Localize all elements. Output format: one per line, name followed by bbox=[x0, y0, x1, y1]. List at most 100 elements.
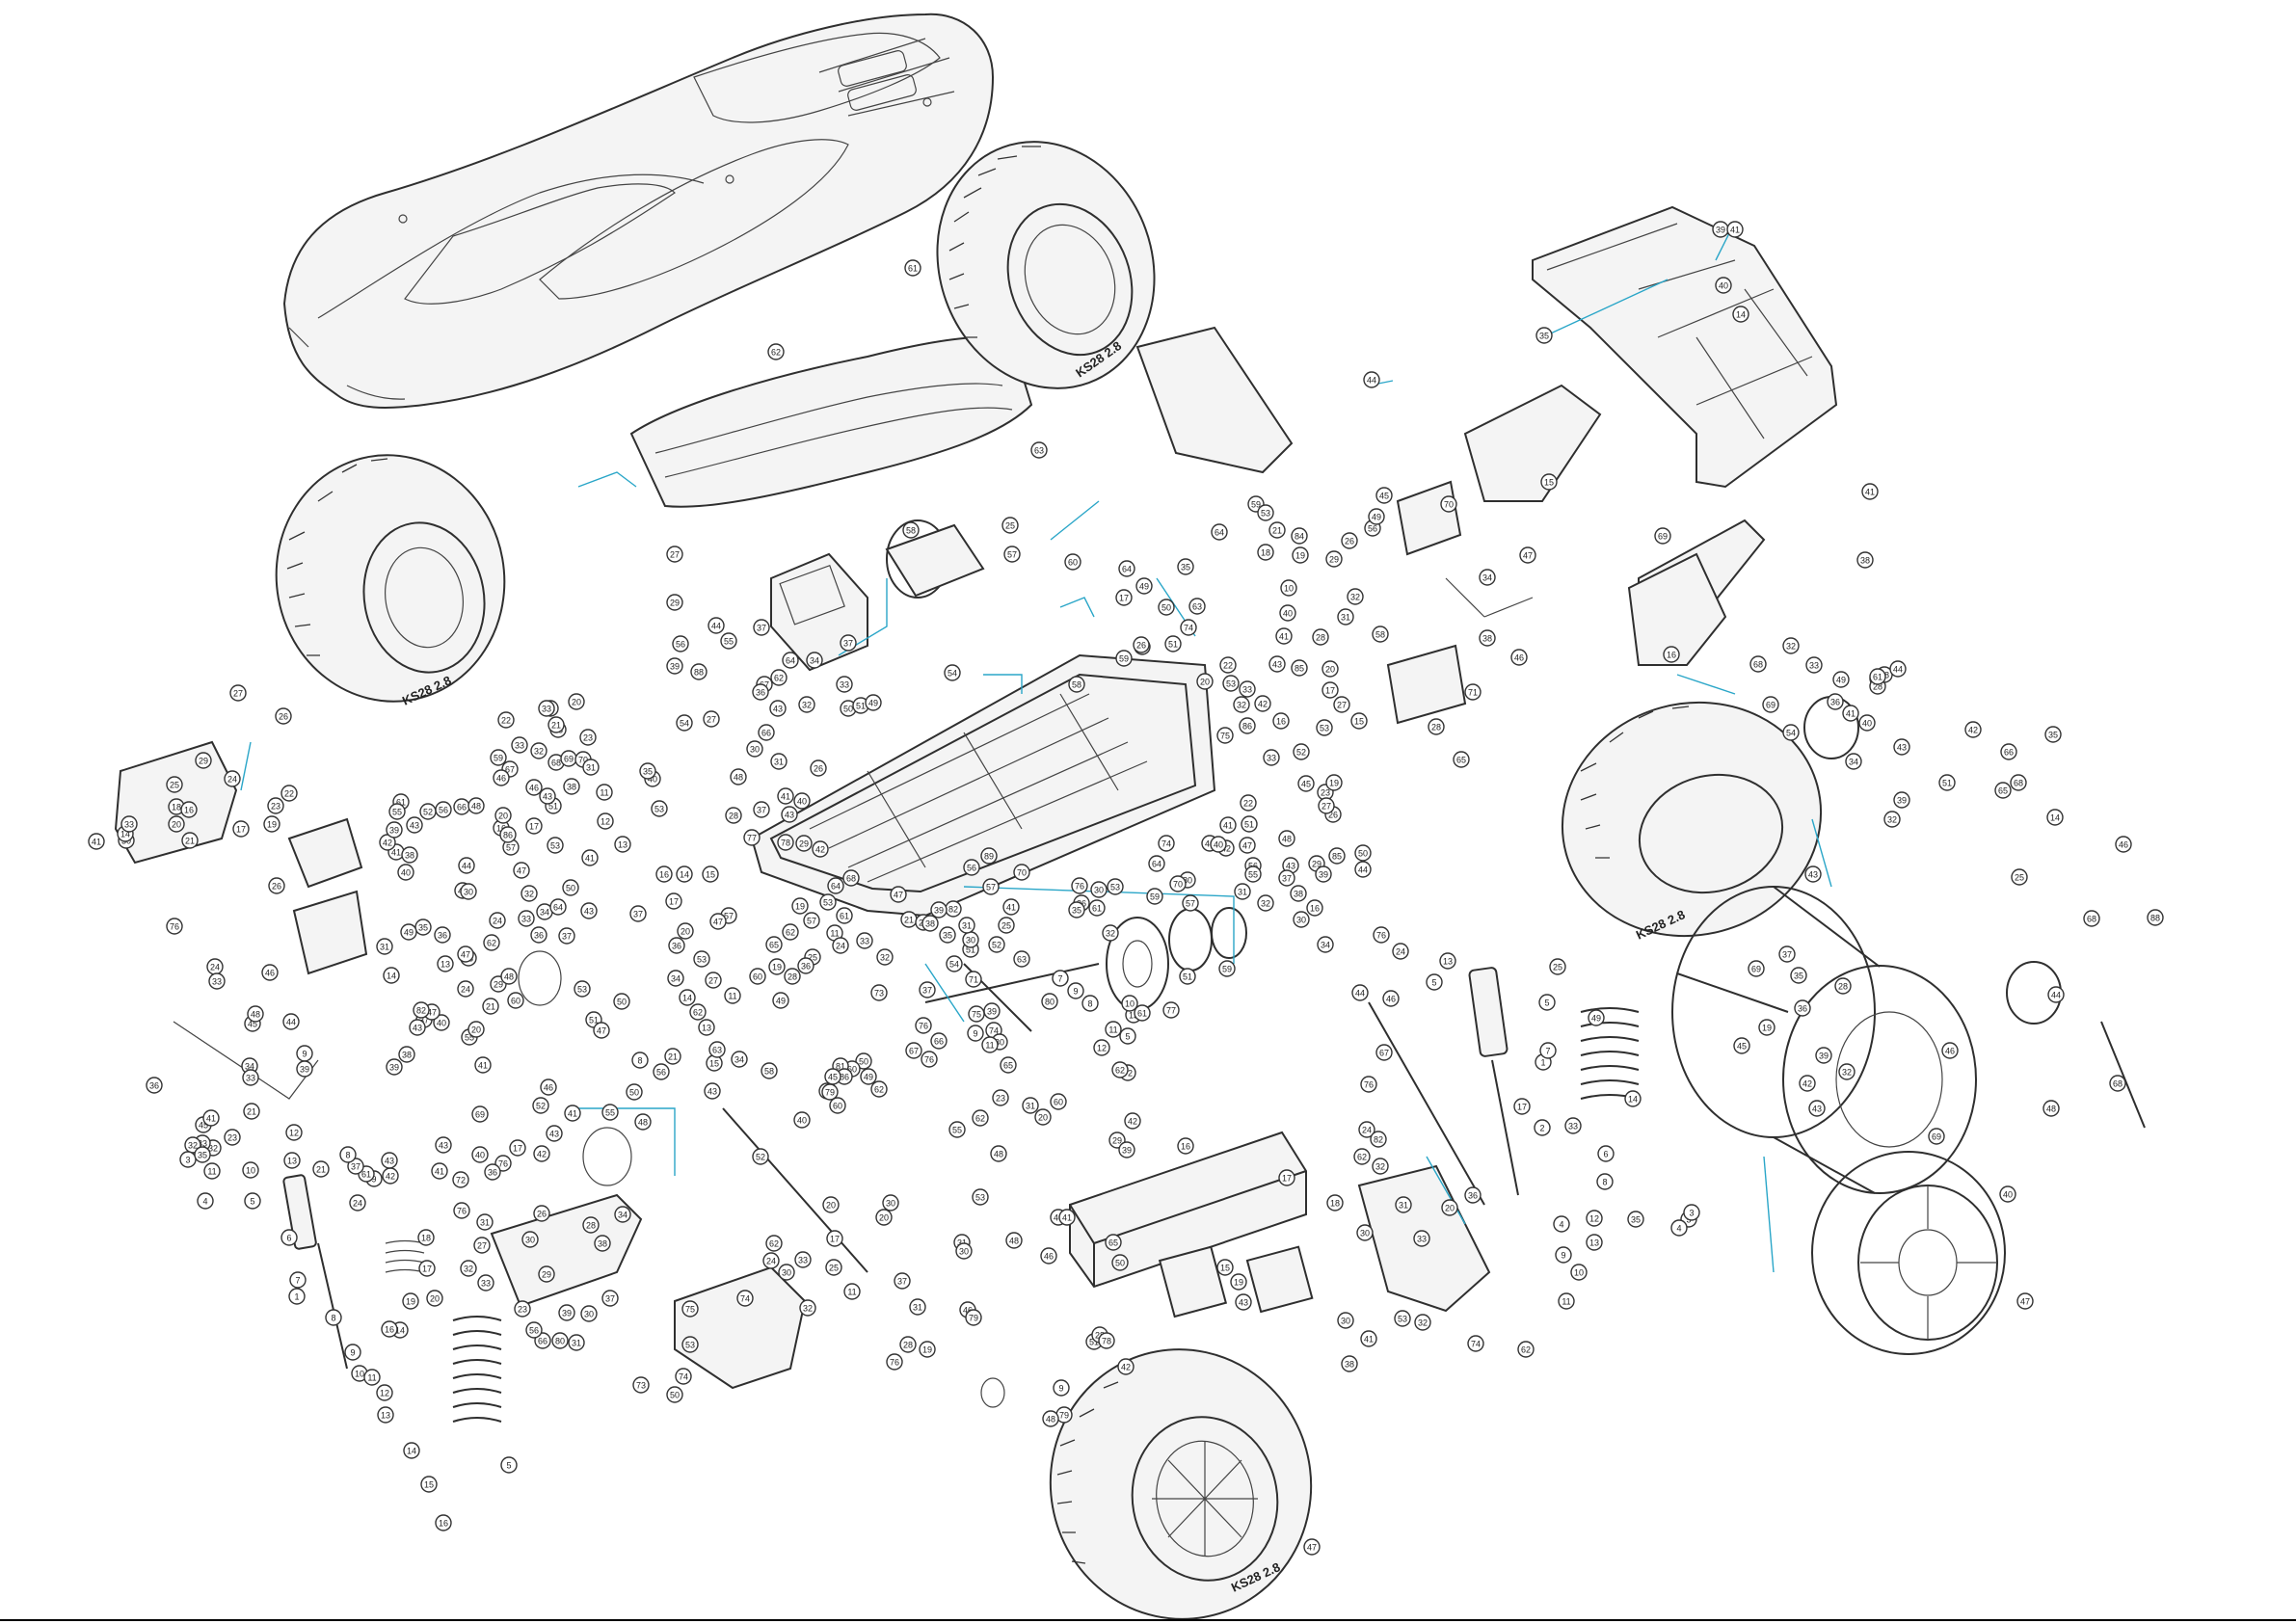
callout-label: 2 bbox=[1539, 1124, 1544, 1133]
callout-circle bbox=[725, 807, 742, 824]
callout-13: 13 bbox=[1586, 1234, 1603, 1251]
callout-circle bbox=[1003, 546, 1021, 563]
callout-36: 36 bbox=[1464, 1186, 1482, 1204]
callout-label: 38 bbox=[567, 783, 576, 792]
callout-label: 17 bbox=[1325, 686, 1335, 696]
callout-label: 72 bbox=[456, 1176, 466, 1185]
callout-label: 32 bbox=[802, 701, 812, 710]
callout-circle bbox=[1315, 865, 1332, 883]
callout-circle bbox=[1071, 877, 1088, 894]
callout-label: 6 bbox=[1603, 1150, 1608, 1159]
callout-label: 32 bbox=[803, 1304, 813, 1314]
callout-label: 29 bbox=[1112, 1136, 1122, 1146]
callout-label: 69 bbox=[564, 755, 574, 764]
callout-label: 36 bbox=[1830, 698, 1840, 707]
callout-44: 44 bbox=[707, 617, 725, 634]
callout-circle bbox=[1067, 982, 1084, 999]
callout-circle bbox=[582, 759, 600, 776]
callout-32: 32 bbox=[1233, 696, 1250, 713]
callout-43: 43 bbox=[1808, 1100, 1826, 1117]
callout-label: 6 bbox=[286, 1234, 291, 1243]
callout-55: 55 bbox=[720, 632, 737, 650]
callout-48: 48 bbox=[990, 1145, 1007, 1162]
callout-24: 24 bbox=[762, 1252, 780, 1269]
callout-circle bbox=[919, 981, 936, 998]
callout-circle bbox=[905, 1042, 922, 1059]
callout-label: 41 bbox=[1865, 488, 1875, 497]
callout-circle bbox=[476, 1213, 494, 1231]
callout-circle bbox=[919, 1341, 936, 1358]
callout-circle bbox=[1624, 1090, 1642, 1107]
callout-label: 76 bbox=[890, 1358, 899, 1368]
callout-circle bbox=[1280, 579, 1297, 597]
callout-label: 43 bbox=[1272, 660, 1282, 670]
callout-label: 20 bbox=[1038, 1113, 1048, 1123]
callout-label: 64 bbox=[786, 656, 795, 666]
callout-circle bbox=[1325, 774, 1343, 791]
callout-circle bbox=[1354, 861, 1372, 878]
callout-52: 52 bbox=[988, 936, 1005, 953]
callout-circle bbox=[2042, 1100, 2060, 1117]
callout-circle bbox=[312, 1160, 330, 1178]
callout-label: 5 bbox=[506, 1461, 511, 1471]
callout-label: 23 bbox=[271, 802, 280, 812]
callout-circle bbox=[525, 779, 543, 796]
callout-14: 14 bbox=[403, 1442, 420, 1459]
callout-67: 67 bbox=[1375, 1044, 1393, 1061]
callout-circle bbox=[1858, 714, 1876, 732]
callout-circle bbox=[795, 835, 813, 852]
callout-label: 35 bbox=[1794, 972, 1803, 981]
callout-circle bbox=[194, 1146, 211, 1163]
callout-label: 88 bbox=[2150, 914, 2160, 923]
callout-label: 51 bbox=[856, 702, 866, 711]
callout-circle bbox=[1164, 635, 1182, 652]
callout-label: 71 bbox=[1468, 688, 1478, 698]
callout-circle bbox=[1041, 993, 1058, 1010]
callout-label: 43 bbox=[439, 1141, 448, 1151]
callout-circle bbox=[417, 1229, 435, 1246]
callout-56: 56 bbox=[672, 635, 689, 652]
callout-label: 32 bbox=[464, 1265, 473, 1274]
callout-41: 41 bbox=[1058, 1209, 1076, 1226]
callout-circle bbox=[1341, 532, 1358, 549]
callout-label: 84 bbox=[1295, 532, 1304, 542]
callout-circle bbox=[679, 989, 696, 1006]
callout-circle bbox=[1553, 1215, 1570, 1233]
callout-circle bbox=[1395, 1196, 1412, 1213]
callout-circle bbox=[195, 752, 212, 769]
callout-label: 11 bbox=[600, 788, 608, 798]
callout-45: 45 bbox=[1733, 1037, 1750, 1054]
gearbox-rear bbox=[1386, 480, 1467, 725]
callout-14: 14 bbox=[383, 967, 400, 984]
callout-circle bbox=[474, 1056, 492, 1074]
callout-label: 53 bbox=[1110, 883, 1120, 892]
callout-label: 63 bbox=[712, 1046, 722, 1055]
callout-circle bbox=[2109, 1075, 2126, 1092]
callout-label: 48 bbox=[504, 972, 514, 982]
callout-8: 8 bbox=[631, 1052, 649, 1069]
callout-circle bbox=[1439, 952, 1456, 970]
callout-17: 17 bbox=[1513, 1098, 1531, 1115]
callout-circle bbox=[538, 700, 555, 717]
callout-label: 56 bbox=[529, 1326, 539, 1336]
callout-circle bbox=[1375, 1044, 1393, 1061]
callout-circle bbox=[1596, 1173, 1614, 1190]
callout-circle bbox=[1107, 878, 1124, 895]
callout-label: 22 bbox=[501, 716, 511, 726]
callout-16: 16 bbox=[381, 1320, 398, 1338]
callout-circle bbox=[1999, 1185, 2016, 1203]
callout-label: 41 bbox=[1279, 632, 1289, 642]
callout-circle bbox=[765, 936, 783, 953]
callout-27: 27 bbox=[703, 710, 720, 728]
callout-17: 17 bbox=[1115, 589, 1133, 606]
chassis-tub bbox=[750, 653, 1216, 918]
shock-front-left bbox=[282, 1174, 425, 1370]
callout-circle bbox=[1749, 655, 1767, 673]
callout-circle bbox=[2147, 909, 2164, 926]
callout-label: 14 bbox=[2050, 813, 2060, 823]
callout-label: 62 bbox=[1521, 1345, 1531, 1355]
callout-27: 27 bbox=[1333, 696, 1350, 713]
callout-label: 18 bbox=[421, 1234, 431, 1243]
callout-circle bbox=[1098, 1332, 1115, 1349]
callout-label: 45 bbox=[199, 1121, 208, 1131]
